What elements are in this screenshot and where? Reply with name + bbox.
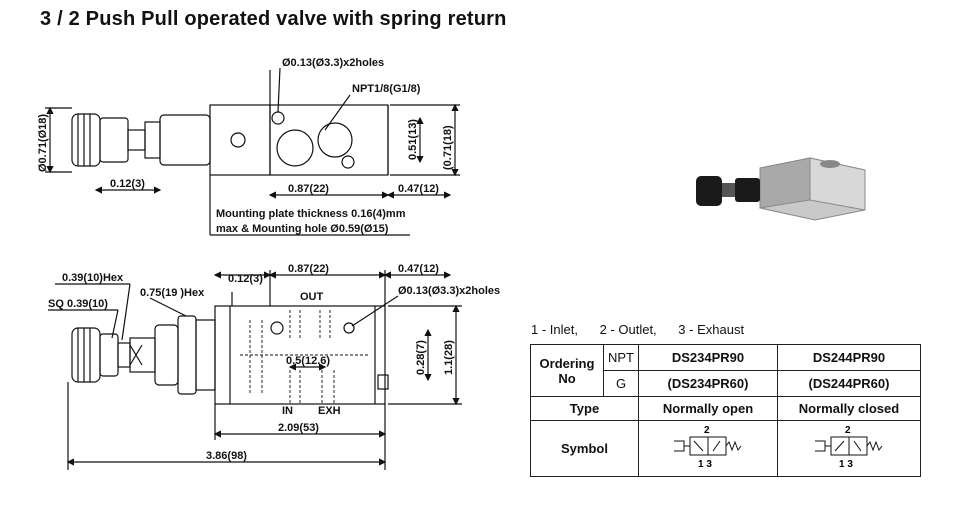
- top-port-label: NPT1/8(G1/8): [352, 83, 421, 95]
- top-hex: [99, 117, 129, 163]
- top-height-outer-label: (0.71(18): [442, 125, 454, 170]
- side-view: [48, 270, 462, 470]
- ordering-label: Ordering: [539, 355, 595, 371]
- side-dim-209: 2.09(53): [278, 422, 319, 434]
- sym-no-ports13: 1 3: [698, 459, 712, 470]
- port-circle-left: [276, 129, 314, 167]
- sym-nc-port2: 2: [845, 425, 851, 436]
- npt-open-cell: DS234PR90: [638, 344, 778, 371]
- legend-exhaust: 3 - Exhaust: [678, 322, 745, 337]
- side-dim-087: 0.87(22): [288, 263, 329, 275]
- top-height-inner-label: 0.51(13): [407, 119, 419, 160]
- no-label: No: [558, 370, 576, 386]
- side-knob: [71, 327, 101, 383]
- top-holes-label: Ø0.13(Ø3.3)x2holes: [282, 57, 384, 69]
- ordering-table: Ordering No NPT DS234PR90 DS244PR90 G (D…: [530, 344, 921, 477]
- top-body-left: [209, 104, 271, 176]
- side-hex-039: 0.39(10)Hex: [62, 272, 124, 284]
- side-dim-047: 0.47(12): [398, 263, 439, 275]
- top-dia-label: Ø0.71(Ø18): [37, 114, 49, 172]
- npt-label: NPT: [603, 344, 639, 371]
- type-closed-cell: Normally closed: [777, 396, 921, 421]
- port-legend: 1 - Inlet, 2 - Outlet, 3 - Exhaust: [531, 322, 762, 337]
- side-hex-nut: [177, 315, 197, 395]
- legend-outlet: 2 - Outlet,: [599, 322, 657, 337]
- g-closed-cell: (DS244PR60): [777, 370, 921, 397]
- side-dim-11: 1.1(28): [443, 340, 455, 375]
- npt-closed-cell: DS244PR90: [777, 344, 921, 371]
- top-dim-087: 0.87(22): [288, 183, 329, 195]
- top-knob: [71, 113, 101, 167]
- side-dim-028: 0.28(7): [415, 340, 427, 375]
- g-label: G: [603, 370, 639, 397]
- side-dim-012: 0.12(3): [228, 273, 263, 285]
- page-title: 3 / 2 Push Pull operated valve with spri…: [40, 8, 507, 30]
- side-in-label: IN: [282, 405, 293, 417]
- valve-symbol-nc: 2 1 3: [815, 425, 883, 470]
- side-flange: [195, 319, 216, 391]
- top-note-line1: Mounting plate thickness 0.16(4)mm: [216, 208, 406, 220]
- sym-nc-ports13: 1 3: [839, 459, 853, 470]
- side-out-label: OUT: [300, 291, 324, 303]
- top-view: [45, 67, 460, 236]
- ordering-no-cell: Ordering No: [530, 344, 604, 397]
- product-photo: [696, 157, 866, 221]
- type-open-cell: Normally open: [638, 396, 778, 421]
- mount-hole-left: [230, 132, 246, 148]
- sym-no-port2: 2: [704, 425, 710, 436]
- side-exh-label: EXH: [318, 405, 341, 417]
- port-circle-right: [317, 122, 353, 158]
- g-open-cell: (DS234PR60): [638, 370, 778, 397]
- legend-inlet: 1 - Inlet,: [531, 322, 578, 337]
- symbol-label: Symbol: [530, 420, 639, 477]
- side-dim-05: 0.5(12.6): [286, 355, 330, 367]
- top-flange: [159, 114, 211, 166]
- type-label: Type: [530, 396, 639, 421]
- side-dim-386: 3.86(98): [206, 450, 247, 462]
- side-hex-075: 0.75(19 )Hex: [140, 287, 205, 299]
- side-sq-039: SQ 0.39(10): [48, 298, 108, 310]
- top-dim-012: 0.12(3): [110, 178, 145, 190]
- top-note-line2: max & Mounting hole Ø0.59(Ø15): [216, 223, 389, 235]
- top-dim-047: 0.47(12): [398, 183, 439, 195]
- valve-symbol-no: 2 1 3: [674, 425, 742, 470]
- symbol-open-cell: 2 1 3: [638, 420, 778, 477]
- side-holes-label: Ø0.13(Ø3.3)x2holes: [398, 285, 500, 297]
- symbol-closed-cell: 2 1 3: [777, 420, 921, 477]
